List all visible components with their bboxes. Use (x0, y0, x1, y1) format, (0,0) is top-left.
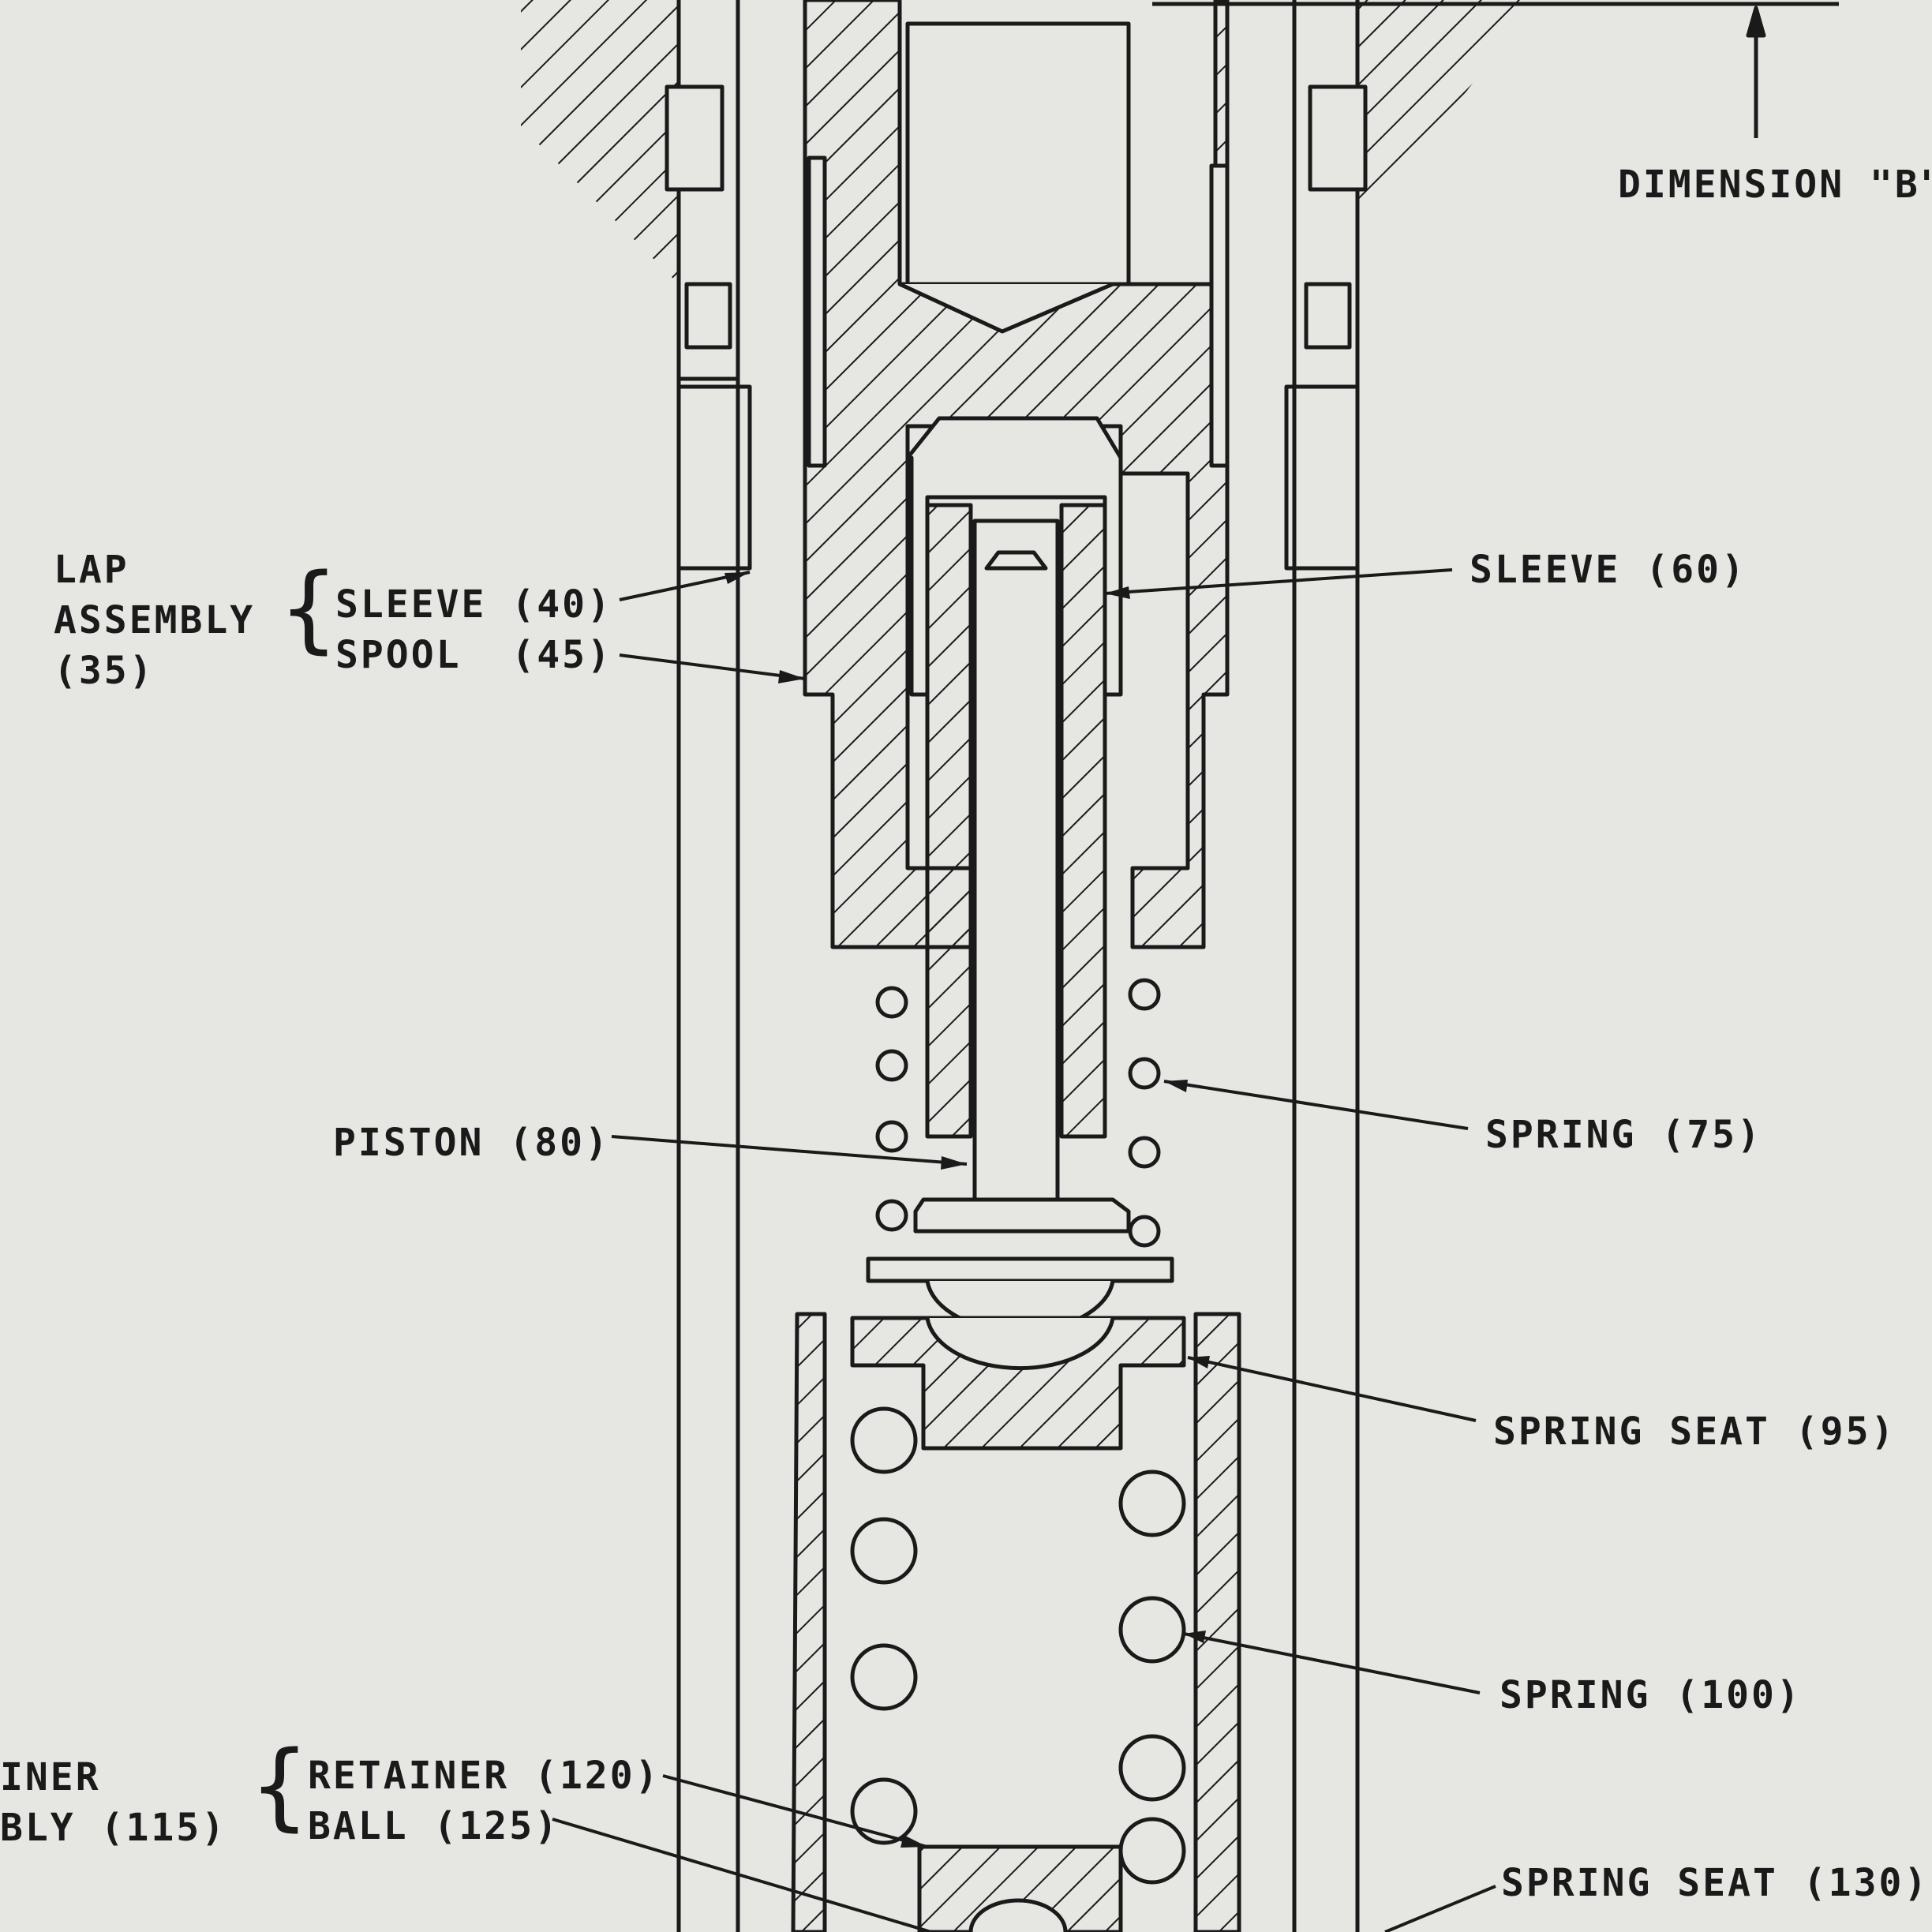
label-piston-80: PISTON (80) (333, 1121, 610, 1165)
housing-top-left (521, 0, 752, 571)
label-ball-125: BALL (125) (308, 1804, 560, 1848)
lap-assembly-brace: { (280, 554, 338, 664)
lap-assembly-title-2: ASSEMBLY (54, 598, 256, 642)
housing-top-right (1152, 0, 1839, 571)
lower-cage (791, 1312, 1241, 1932)
spool-body (803, 0, 1230, 949)
piston-80 (866, 503, 1174, 1334)
retainer-assembly-brace: { (251, 1732, 309, 1841)
spring-seat-130 (917, 1844, 1123, 1932)
label-spool-45: SPOOL (45) (335, 633, 612, 677)
spring-100-coils (850, 1406, 1186, 1885)
label-spring-seat-95: SPRING SEAT (95) (1493, 1410, 1896, 1454)
label-sleeve-60: SLEEVE (60) (1470, 548, 1747, 592)
label-sleeve-40: SLEEVE (40) (335, 582, 612, 627)
sleeve-60 (905, 416, 1123, 697)
label-spring-75: SPRING (75) (1485, 1113, 1762, 1157)
label-spring-100: SPRING (100) (1500, 1673, 1802, 1717)
spring-seat-95 (850, 1316, 1186, 1451)
leader-lines (552, 568, 1496, 1932)
spring-75-coils (875, 978, 1161, 1248)
dimension-b-label: DIMENSION "B" (1618, 163, 1932, 207)
leader-arrowheads (724, 572, 1210, 1848)
lap-assembly-title-1: LAP (54, 548, 129, 592)
label-retainer-120: RETAINER (120) (308, 1754, 661, 1798)
sleeve-40-walls (807, 155, 1230, 468)
dimension-b-arrow (1746, 6, 1766, 138)
lap-assembly-title-3: (35) (54, 649, 155, 693)
label-spring-seat-130: SPRING SEAT (130) (1501, 1861, 1930, 1905)
retainer-assembly-title-2: BLY (115) (0, 1806, 227, 1850)
retainer-assembly-title-1: INER (0, 1755, 101, 1799)
